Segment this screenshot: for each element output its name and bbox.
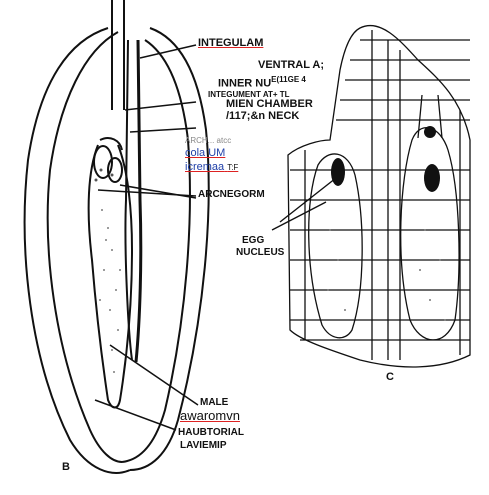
label-inner-nu: INNER NUE(11GE 4	[218, 76, 306, 90]
leader-inner-nu	[125, 102, 196, 110]
label-ventral: VENTRAL A;	[258, 60, 324, 71]
neck-canal-right	[136, 40, 141, 362]
neck-canal-left	[125, 40, 132, 360]
egg-nucleus-left	[331, 158, 345, 186]
outer-wall-inner-left	[48, 32, 122, 462]
egg-nucleus-right	[424, 164, 440, 192]
neck-nucleus-right	[424, 126, 436, 138]
venter-right	[401, 128, 459, 340]
label-icremaa: icremaa T:F	[185, 162, 238, 173]
figure-c-stipple	[327, 229, 446, 321]
label-colum: cola UM	[185, 148, 225, 159]
tissue-outline	[288, 26, 470, 367]
label-arnegorm: ARCNEGORM	[198, 190, 265, 200]
label-neck: /117;&n NECK	[226, 111, 299, 122]
label-haubtorial: HAUBTORIAL	[178, 428, 244, 438]
leader-arnegorm-2	[98, 190, 196, 196]
figure-b-stipple	[95, 169, 121, 373]
panel-label-c: C	[386, 372, 394, 383]
label-nucleus: NUCLEUS	[236, 248, 284, 258]
label-faint: ARCH... atcc	[185, 137, 231, 145]
label-male: MALE	[200, 398, 228, 408]
figure-c-tissue	[288, 26, 470, 367]
leader-lines-c	[272, 178, 336, 230]
outer-wall-left	[25, 28, 130, 473]
label-laviemip: LAVIEMIP	[180, 441, 226, 451]
label-mien-chamber: MIEN CHAMBER	[226, 99, 313, 110]
leader-integument	[140, 45, 196, 58]
figure-b-outline	[25, 0, 209, 473]
label-awaromvn: awaromvn	[180, 409, 240, 422]
panel-label-b: B	[62, 462, 70, 473]
leader-lines-b	[95, 45, 198, 430]
label-egg: EGG	[242, 236, 264, 246]
label-integument: INTEGULAM	[198, 38, 263, 49]
